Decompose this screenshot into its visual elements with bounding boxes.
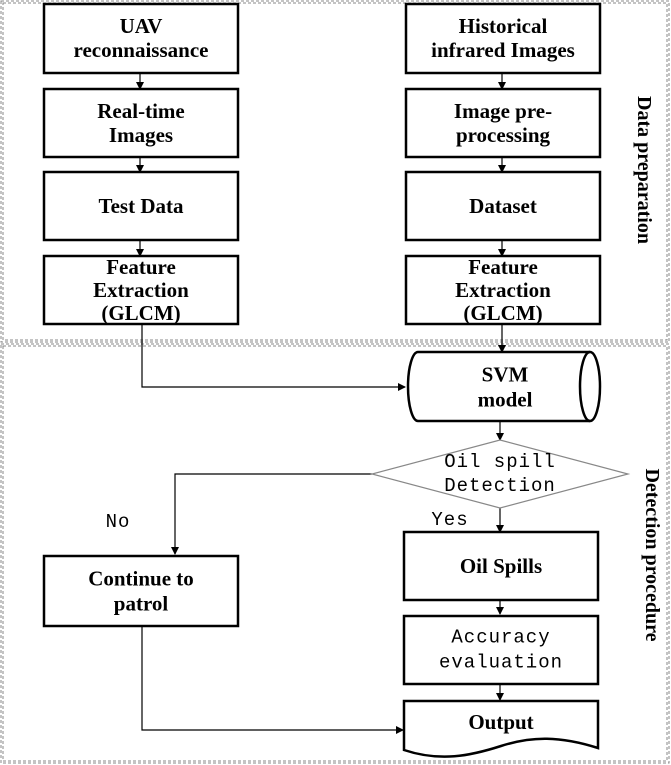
dataset-line: Dataset bbox=[469, 194, 537, 218]
edge-patrol-to-output bbox=[141, 626, 404, 734]
oil-spills-line: Oil Spills bbox=[460, 554, 542, 578]
data-preparation-section: Data preparation bbox=[0, 0, 670, 343]
svm-model-line: SVM bbox=[482, 363, 529, 387]
accuracy-evaluation-line: evaluation bbox=[439, 652, 563, 674]
test-data-line: Test Data bbox=[99, 194, 184, 218]
edge-label-yes: Yes bbox=[431, 509, 468, 531]
historical-infrared-images-line: infrared Images bbox=[431, 38, 575, 62]
dataset-label: Dataset bbox=[469, 194, 537, 218]
node-test-data: Test Data bbox=[42, 170, 240, 242]
feature-extraction-left-line: Feature bbox=[106, 255, 176, 279]
image-preprocessing-line: Image pre- bbox=[454, 99, 552, 123]
accuracy-evaluation-line: Accuracy bbox=[451, 627, 550, 649]
output-document-shape bbox=[402, 699, 600, 758]
oil-spills-label: Oil Spills bbox=[460, 554, 542, 578]
image-preprocessing-line: processing bbox=[456, 123, 551, 147]
detection-procedure-frame bbox=[0, 343, 670, 764]
node-dataset: Dataset bbox=[404, 170, 602, 242]
edge-label-no: No bbox=[106, 511, 131, 533]
edge-decision-no bbox=[171, 473, 372, 555]
uav-reconnaissance-line: UAV bbox=[120, 14, 163, 38]
continue-to-patrol-line: Continue to bbox=[88, 567, 194, 591]
real-time-images-line: Images bbox=[109, 123, 173, 147]
node-accuracy-evaluation: Accuracy evaluation bbox=[402, 614, 600, 686]
accuracy-evaluation-label: Accuracy evaluation bbox=[439, 627, 563, 674]
svm-model-line: model bbox=[478, 388, 533, 412]
data-preparation-label: Data preparation bbox=[633, 96, 655, 244]
uav-reconnaissance-line: reconnaissance bbox=[74, 38, 209, 62]
detection-procedure-section: Detection procedure bbox=[0, 343, 670, 764]
node-output: Output bbox=[402, 699, 600, 758]
real-time-images-line: Real-time bbox=[97, 99, 184, 123]
feature-extraction-left-line: Extraction bbox=[93, 278, 189, 302]
image-preprocessing-label: Image pre-processing bbox=[454, 99, 552, 147]
continue-to-patrol-line: patrol bbox=[114, 592, 169, 616]
connectors bbox=[136, 73, 506, 734]
feature-extraction-right-line: Feature bbox=[468, 255, 538, 279]
test-data-label: Test Data bbox=[99, 194, 184, 218]
oil-spill-detection-line: Oil spill bbox=[444, 451, 556, 473]
detection-procedure-label: Detection procedure bbox=[641, 468, 663, 641]
edge-feature-left-to-svm bbox=[141, 324, 406, 391]
output-label: Output bbox=[468, 710, 533, 734]
node-oil-spills: Oil Spills bbox=[402, 530, 600, 602]
data-preparation-frame bbox=[0, 0, 670, 343]
feature-extraction-right-line: (GLCM) bbox=[463, 301, 542, 325]
detection-procedure-frame-inner bbox=[2, 345, 668, 762]
decision-diamond bbox=[369, 439, 631, 509]
feature-extraction-right-line: Extraction bbox=[455, 278, 551, 302]
feature-extraction-left-line: (GLCM) bbox=[101, 301, 180, 325]
data-preparation-frame-inner bbox=[2, 2, 668, 341]
historical-infrared-images-line: Historical bbox=[459, 14, 548, 38]
output-line: Output bbox=[468, 710, 533, 734]
oil-spill-detection-line: Detection bbox=[444, 475, 556, 497]
node-image-preprocessing: Image pre-processing bbox=[404, 87, 602, 159]
